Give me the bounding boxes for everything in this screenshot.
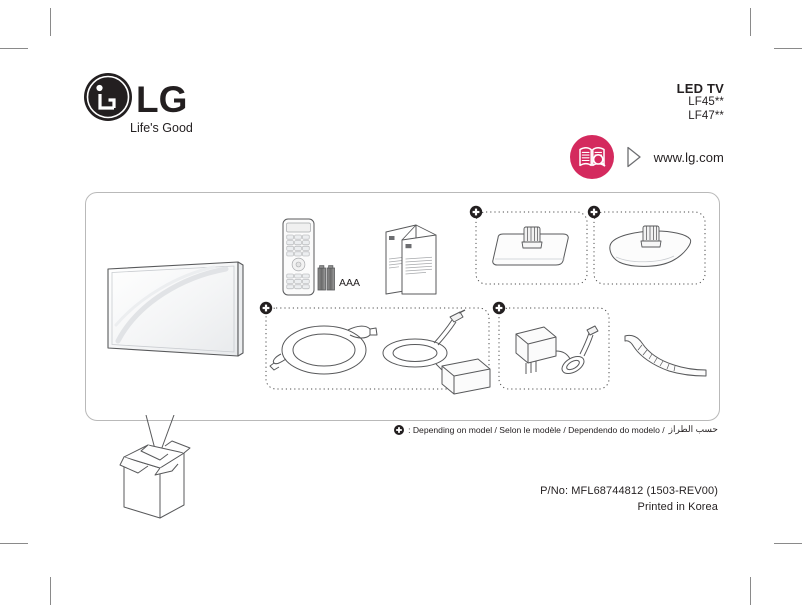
dc-adapter-illustration: [382, 309, 491, 395]
part-number: P/No: MFL68744812 (1503-REV00): [540, 485, 718, 497]
plus-badge-icon: [259, 301, 273, 315]
crop-mark-left-top: [0, 48, 28, 49]
plus-badge-icon: [587, 205, 601, 219]
manual-book-search-icon: [569, 135, 614, 179]
page-header: LG Life's Good LED TV LF45** LF47**: [78, 72, 724, 192]
product-type: LED TV: [676, 81, 724, 96]
crop-mark-right-top: [774, 48, 802, 49]
wall-adapter-group: [492, 301, 610, 390]
model-number-2: LF47**: [688, 109, 724, 122]
cable-tie-illustration: [624, 334, 707, 377]
remote-control-illustration: [282, 218, 315, 296]
legend-text: : Depending on model / Selon le modèle /…: [408, 424, 665, 435]
legend-row: : Depending on model / Selon le modèle /…: [394, 424, 718, 435]
model-info: LED TV LF45** LF47**: [677, 81, 724, 123]
tv-panel-illustration: [107, 261, 244, 357]
open-carton-box: [108, 414, 218, 520]
svg-text:LG: LG: [136, 79, 187, 120]
crop-mark-top-right: [750, 8, 751, 36]
legend-text-arabic: حسب الطراز: [668, 424, 718, 434]
power-accessories-group: [259, 301, 491, 395]
lg-logo: LG Life's Good: [78, 72, 208, 138]
plus-badge-icon: [469, 205, 483, 219]
plus-badge-icon: [394, 424, 405, 435]
plus-badge-icon: [492, 301, 506, 315]
model-number-1: LF45**: [688, 96, 724, 109]
wall-power-adapter-illustration: [515, 325, 599, 375]
aaa-batteries-illustration: [317, 265, 335, 291]
lg-website-url[interactable]: www.lg.com: [653, 149, 724, 165]
web-reference-row: www.lg.com: [569, 135, 724, 179]
stand-base-rectangular-group: [469, 205, 588, 285]
aaa-battery-label: AAA: [339, 277, 360, 289]
stand-base-curved-illustration: [609, 225, 692, 267]
crop-mark-bottom-right: [750, 577, 751, 605]
manuals-illustration: [385, 224, 437, 295]
crop-mark-bottom-left: [50, 577, 51, 605]
brand-tagline: Life's Good: [130, 121, 193, 135]
power-cord-illustration: [269, 325, 378, 375]
footer-info: P/No: MFL68744812 (1503-REV00) Printed i…: [540, 484, 718, 516]
stand-base-rectangular-illustration: [492, 226, 569, 266]
stand-base-curved-group: [587, 205, 706, 285]
play-triangle-icon: [626, 146, 641, 168]
package-contents-panel: AAA: [85, 192, 720, 421]
printed-in: Printed in Korea: [637, 500, 718, 513]
crop-mark-left-bottom: [0, 543, 28, 544]
crop-mark-right-bottom: [774, 543, 802, 544]
crop-mark-top-left: [50, 8, 51, 36]
